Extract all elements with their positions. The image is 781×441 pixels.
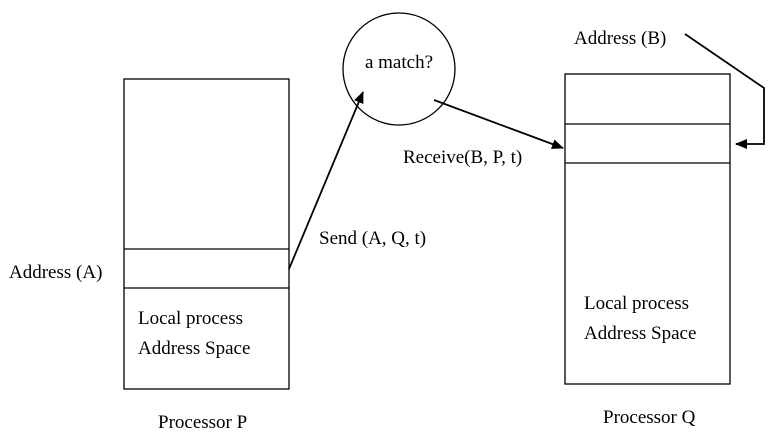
match-circle — [342, 12, 456, 126]
send-label: Send (A, Q, t) — [319, 228, 426, 249]
send-arrow — [288, 91, 364, 270]
processor-q-local-line2: Address Space — [584, 323, 696, 344]
match-to-receive-arrow — [433, 99, 564, 149]
processor-q-local-line1: Local process — [584, 293, 689, 314]
processor-q-label: Processor Q — [603, 407, 696, 428]
processor-p-memory-box — [123, 78, 290, 390]
processor-q-memory-box — [564, 73, 731, 385]
processor-p-label: Processor P — [158, 412, 247, 433]
processor-p-local-line1: Local process — [138, 308, 243, 329]
processor-q-memory: Local process Address Space — [564, 73, 731, 385]
address-b-pointer-arrow — [684, 33, 765, 149]
processor-p-memory: Local process Address Space — [123, 78, 290, 390]
processor-p-local-line2: Address Space — [138, 338, 250, 359]
match-label: a match? — [365, 52, 433, 73]
receive-label: Receive(B, P, t) — [403, 147, 522, 168]
processor-p-address-label: Address (A) — [9, 262, 102, 283]
processor-q-address-label: Address (B) — [574, 28, 666, 49]
